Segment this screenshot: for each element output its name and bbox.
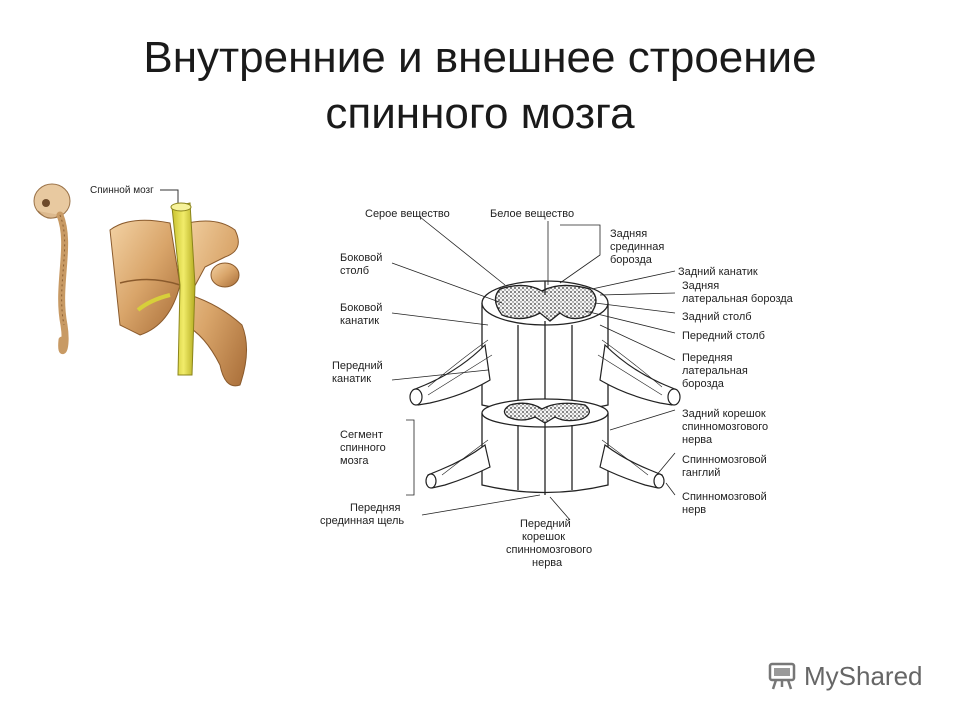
label-ant-funiculus-2: канатик (332, 373, 371, 385)
diagram-labels: Серое вещество Белое вещество Задняя сре… (320, 208, 794, 569)
label-post-root-1: Задний корешок (682, 408, 766, 420)
label-spinal-nerve-2: нерв (682, 504, 706, 516)
slide-title-line-2: спинного мозга (325, 89, 635, 138)
label-lat-horn-1: Боковой (340, 252, 382, 264)
myshared-watermark: MyShared (766, 656, 926, 696)
label-lat-funiculus-1: Боковой (340, 302, 382, 314)
cord-segment-upper (481, 280, 609, 415)
label-segment-2: спинного (340, 442, 386, 454)
spinal-cord-small-label: Спинной мозг (90, 185, 154, 196)
label-ant-lat-sulcus-2: латеральная (682, 365, 748, 377)
label-post-funiculus: Задний канатик (678, 266, 758, 278)
nerve-roots-upper (409, 339, 681, 406)
label-segment-3: мозга (340, 455, 369, 467)
label-ant-root-2: корешок (522, 531, 565, 543)
label-post-lat-sulcus-1: Задняя (682, 280, 719, 292)
label-post-root-2: спинномозгового (682, 421, 768, 433)
label-ant-root-4: нерва (532, 557, 563, 569)
slide-title: Внутренние и внешнее строение спинного м… (0, 30, 960, 142)
nerve-roots-lower (425, 439, 665, 489)
spinal-cord-diagram: Серое вещество Белое вещество Задняя сре… (320, 208, 794, 569)
label-ant-median-fissure-1: Передняя (350, 502, 400, 514)
label-ant-lat-sulcus-1: Передняя (682, 352, 732, 364)
label-ganglion-1: Спинномозговой (682, 454, 767, 466)
label-grey-matter: Серое вещество (365, 208, 450, 220)
myshared-logo-text: MyShared (804, 660, 923, 691)
label-lat-funiculus-2: канатик (340, 315, 379, 327)
leader-lines (391, 216, 676, 521)
vertebra-illustration: Спинной мозг (33, 183, 247, 387)
label-ant-root-3: спинномозгового (506, 544, 592, 556)
label-ant-funiculus-1: Передний (332, 360, 383, 372)
label-ganglion-2: ганглий (682, 467, 720, 479)
label-segment-1: Сегмент (340, 429, 383, 441)
label-ant-root-1: Передний (520, 518, 571, 530)
presentation-board-icon (768, 662, 796, 690)
skeleton-figure (33, 183, 71, 355)
label-post-median-sulcus-3: борозда (610, 254, 653, 266)
cord-segment-lower (481, 398, 609, 495)
label-ant-median-fissure-2: срединная щель (320, 515, 404, 527)
label-post-median-sulcus-1: Задняя (610, 228, 647, 240)
label-post-median-sulcus-2: срединная (610, 241, 664, 253)
label-white-matter: Белое вещество (490, 208, 574, 220)
label-lat-horn-2: столб (340, 265, 369, 277)
label-ant-lat-sulcus-3: борозда (682, 378, 725, 390)
label-ant-horn: Передний столб (682, 330, 765, 342)
spinal-cord-yellow (171, 202, 196, 376)
label-spinal-nerve-1: Спинномозговой (682, 491, 767, 503)
slide-title-line-1: Внутренние и внешнее строение (143, 33, 817, 82)
label-post-root-3: нерва (682, 434, 713, 446)
label-post-lat-sulcus-2: латеральная борозда (682, 293, 794, 305)
label-post-horn: Задний столб (682, 311, 752, 323)
